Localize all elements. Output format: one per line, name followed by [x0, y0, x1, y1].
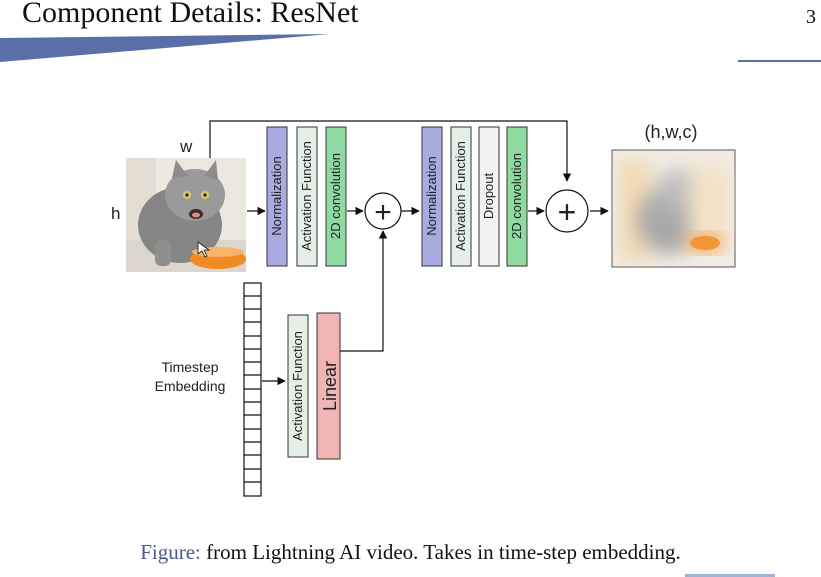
svg-text:+: +	[558, 194, 577, 230]
convolution-block-2: 2D convolution	[506, 126, 528, 267]
caption-label: Figure:	[140, 540, 201, 564]
normalization-block-2: Normalization	[421, 126, 443, 267]
input-h-label: h	[111, 204, 120, 223]
activation-block-2: Activation Function	[450, 126, 472, 267]
add-node-2: +	[545, 189, 589, 233]
normalization-block-1: Normalization	[266, 126, 288, 267]
caption-text: from Lightning AI video. Takes in time-s…	[200, 540, 681, 564]
linear-to-add-arrow	[340, 230, 388, 352]
input-cat-image	[126, 158, 246, 272]
svg-text:Linear: Linear	[320, 361, 340, 411]
convolution-block-1: 2D convolution	[325, 126, 347, 267]
output-shape-label: (h,w,c)	[644, 122, 697, 142]
timestep-label-line1: Timestep	[161, 359, 218, 375]
svg-text:Dropout: Dropout	[481, 172, 496, 219]
title-underline-bar	[0, 34, 821, 62]
skip-connection-arrow	[209, 120, 572, 182]
timestep-label-line2: Embedding	[155, 378, 226, 394]
svg-text:Activation Function: Activation Function	[299, 141, 314, 251]
svg-text:Activation Function: Activation Function	[453, 141, 468, 251]
footer-rule	[685, 574, 775, 577]
figure-caption: Figure: from Lightning AI video. Takes i…	[0, 540, 821, 565]
linear-block: Linear	[316, 312, 341, 460]
activation-block-embedding: Activation Function	[287, 314, 309, 458]
timestep-embedding-vector	[243, 282, 262, 497]
svg-text:Normalization: Normalization	[269, 156, 284, 235]
output-blurred-image	[611, 149, 736, 268]
svg-text:Activation Function: Activation Function	[290, 331, 305, 441]
page-number: 3	[806, 6, 816, 28]
svg-text:+: +	[374, 196, 392, 229]
dropout-block: Dropout	[478, 126, 500, 267]
svg-text:2D convolution: 2D convolution	[509, 153, 524, 239]
slide-title: Component Details: ResNet	[22, 0, 359, 29]
add-node-1: +	[364, 192, 402, 230]
input-w-label: w	[179, 137, 193, 156]
svg-text:Normalization: Normalization	[424, 156, 439, 235]
svg-text:2D convolution: 2D convolution	[328, 153, 343, 239]
activation-block-1: Activation Function	[296, 126, 318, 267]
